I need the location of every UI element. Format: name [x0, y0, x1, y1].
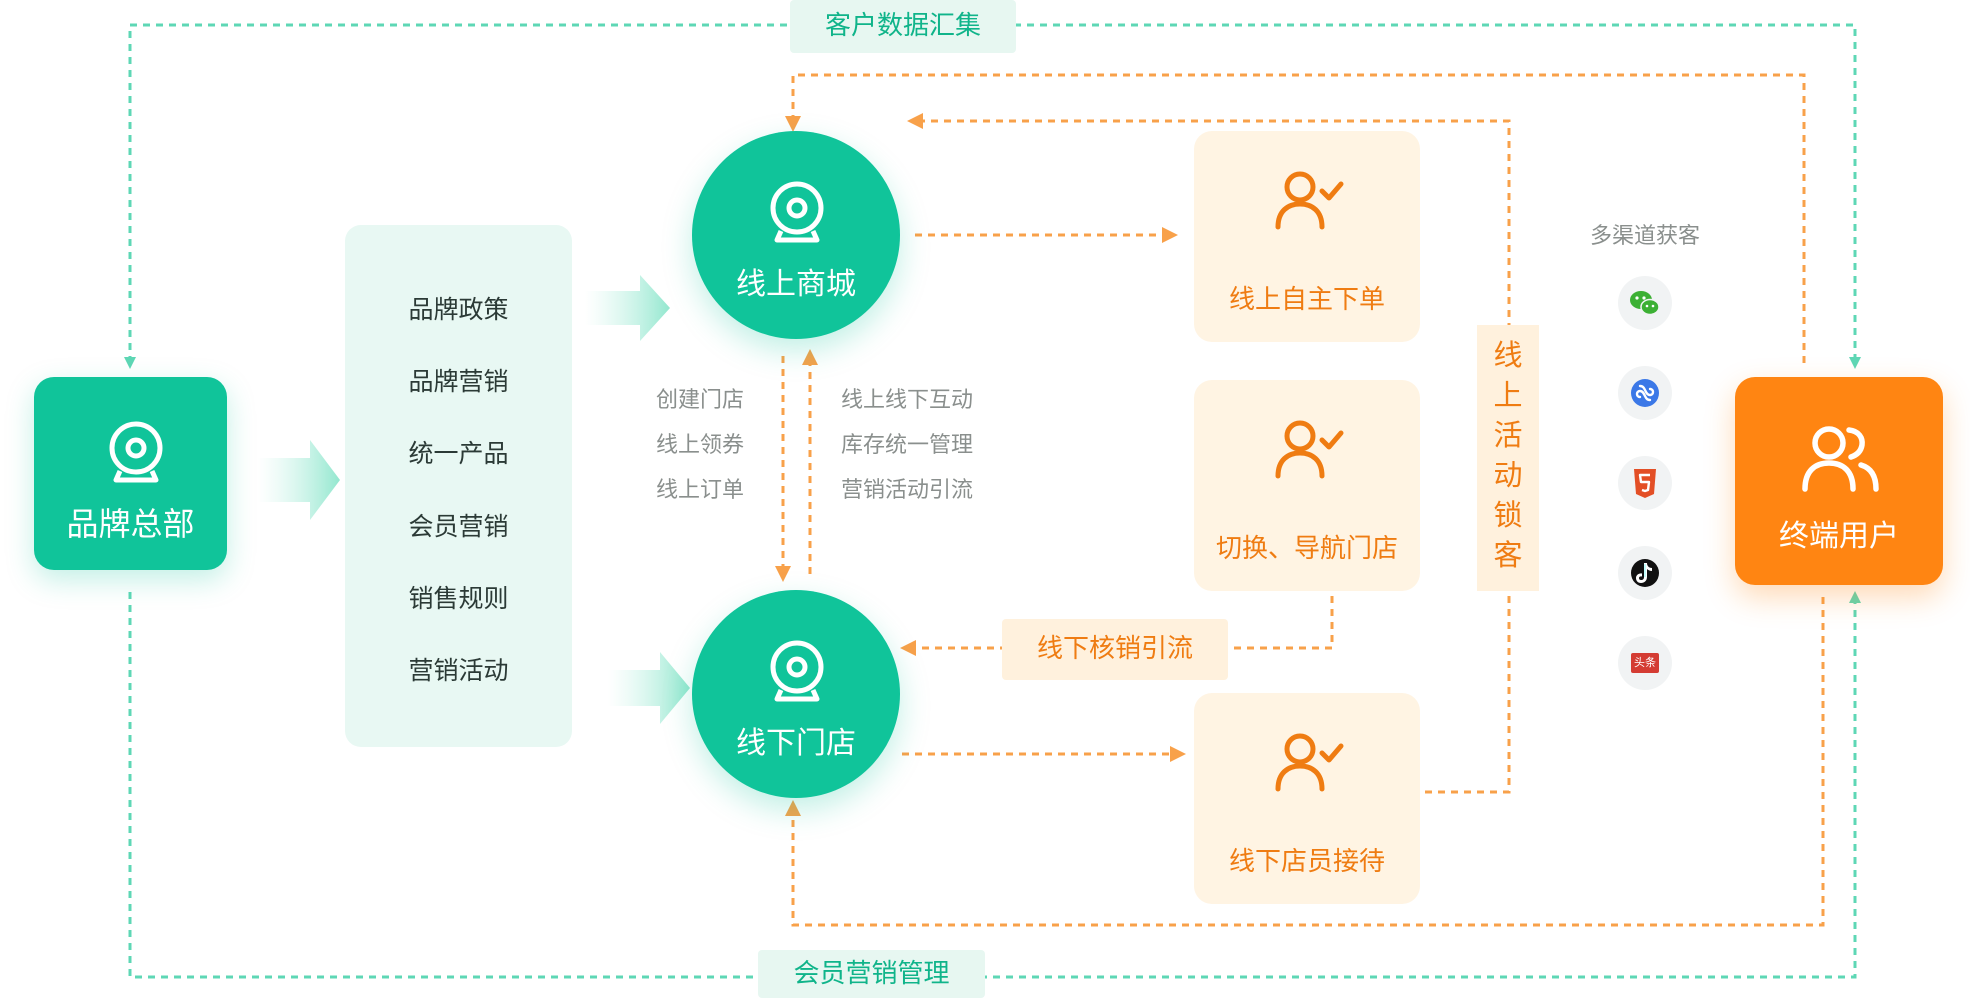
policy-item: 会员营销: [408, 512, 509, 541]
store-reception-card: 线下店员接待: [1194, 693, 1420, 904]
policy-to-store-arrow: [608, 652, 690, 724]
end-user-title: 终端用户: [1779, 519, 1899, 554]
vtag-char: 锁: [1493, 498, 1523, 532]
online-mall-node: 线上商城: [692, 131, 900, 339]
vtag-char: 动: [1493, 458, 1523, 492]
end-user-card: 终端用户: [1735, 377, 1943, 585]
card-title: 线下店员接待: [1228, 847, 1385, 877]
policy-item: 统一产品: [408, 439, 509, 468]
user-check-icon: [1275, 420, 1344, 479]
douyin-icon: [1618, 546, 1672, 600]
member-marketing-tag: 会员营销管理: [758, 950, 985, 998]
offline-verify-tag: 线下核销引流: [1002, 619, 1228, 680]
note-line: 线上订单: [656, 478, 745, 503]
note-line: 创建门店: [656, 388, 745, 413]
vtag-char: 客: [1493, 538, 1523, 572]
vtag-char: 活: [1493, 418, 1523, 452]
wechat-icon: [1618, 276, 1672, 330]
note-line: 线上线下互动: [841, 388, 974, 413]
vtag-char: 上: [1493, 378, 1523, 412]
note-line: 线上领券: [656, 433, 745, 458]
navigate-store-card: 切换、导航门店: [1194, 380, 1420, 591]
user-check-icon: [1275, 733, 1344, 792]
note-line: 营销活动引流: [841, 478, 974, 503]
left-notes: 创建门店 线上领券 线上订单: [656, 378, 744, 513]
right-notes: 线上线下互动 库存统一管理 营销活动引流: [841, 378, 973, 513]
vtag-char: 线: [1493, 338, 1523, 372]
online-order-card: 线上自主下单: [1194, 131, 1420, 342]
card-title: 线上自主下单: [1228, 285, 1385, 315]
camera-icon: [770, 640, 824, 702]
online-lock-customer-tag: 线 上 活 动 锁 客: [1477, 325, 1539, 591]
policy-item: 品牌政策: [408, 295, 509, 324]
card-title: 切换、导航门店: [1215, 534, 1398, 564]
user-check-icon: [1275, 171, 1344, 230]
customer-data-tag: 客户数据汇集: [790, 0, 1016, 53]
offline-store-title: 线下门店: [736, 726, 856, 761]
note-line: 库存统一管理: [841, 433, 974, 458]
brand-hq-title: 品牌总部: [66, 505, 195, 543]
mini-program-icon: [1618, 366, 1672, 420]
camera-icon: [770, 181, 824, 243]
toutiao-icon: 头条: [1618, 636, 1672, 690]
policy-panel: 品牌政策 品牌营销 统一产品 会员营销 销售规则 营销活动: [345, 225, 572, 747]
toutiao-label: 头条: [1634, 656, 1656, 669]
online-mall-title: 线上商城: [736, 267, 856, 302]
policy-item: 营销活动: [408, 656, 509, 685]
html5-icon: [1618, 456, 1672, 510]
channels-title: 多渠道获客: [1589, 224, 1700, 249]
policy-to-mall-arrow: [585, 275, 670, 341]
policy-item: 销售规则: [408, 584, 509, 613]
policy-item: 品牌营销: [408, 367, 509, 396]
users-icon: [1802, 426, 1879, 492]
offline-store-node: 线下门店: [692, 590, 900, 798]
camera-icon: [109, 421, 163, 483]
brand-hq-card: 品牌总部: [34, 377, 227, 570]
hq-to-policy-arrow: [258, 440, 340, 520]
